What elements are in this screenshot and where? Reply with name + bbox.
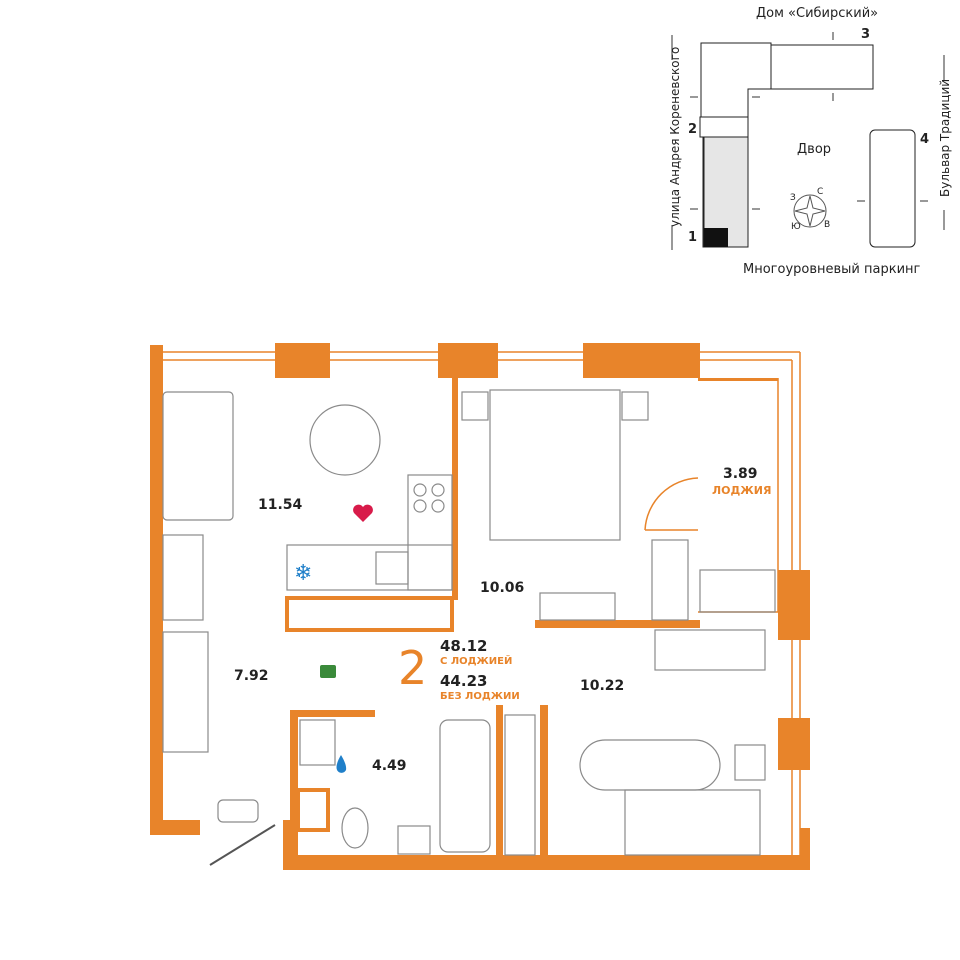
nightstand <box>621 391 649 421</box>
water-drop-icon <box>336 755 347 773</box>
building-3 <box>770 44 874 90</box>
wardrobe <box>162 534 204 621</box>
bed <box>489 389 621 541</box>
site-bottom-label: Многоуровневый паркинг <box>743 262 921 277</box>
building-4 <box>869 129 916 248</box>
window-lines <box>163 351 801 860</box>
compass-south: Ю <box>791 222 801 232</box>
room-count: 2 <box>398 641 428 695</box>
sink <box>375 551 409 585</box>
room2-area: 10.22 <box>580 678 625 694</box>
icons: ❄ <box>294 504 373 773</box>
bathtub <box>439 719 491 853</box>
tv-stand <box>539 592 616 621</box>
total-without-loggia: 44.23 <box>440 672 488 690</box>
building-number-2: 2 <box>688 122 698 137</box>
nightstand <box>461 391 489 421</box>
dining-table <box>309 404 381 476</box>
daybed <box>579 739 721 791</box>
snowflake-icon: ❄ <box>294 561 312 586</box>
heart-icon <box>353 504 373 522</box>
pouf <box>217 799 259 823</box>
site-top-label: Дом «Сибирский» <box>756 6 879 21</box>
thumbs-up-icon <box>320 665 336 678</box>
entrance-door <box>209 824 276 866</box>
compass-icon <box>793 194 827 228</box>
site-right-label: Бульвар Традиций <box>938 78 952 197</box>
compass-star-icon <box>794 195 826 227</box>
compass-east: В <box>824 220 831 230</box>
building-number-1: 1 <box>688 230 698 245</box>
radiator <box>504 714 536 856</box>
desk <box>699 569 776 613</box>
washer2 <box>734 744 766 781</box>
total-with-loggia: 48.12 <box>440 637 488 655</box>
desk2 <box>654 629 766 671</box>
bathroom-area: 4.49 <box>372 758 407 774</box>
arrows <box>671 32 945 250</box>
loggia-area: 3.89 <box>723 466 758 482</box>
walls <box>150 343 810 870</box>
site-left-label: улица Андрея Кореневского <box>668 46 682 227</box>
washbasin <box>397 825 431 855</box>
radiator <box>651 539 689 621</box>
bed2 <box>624 789 761 856</box>
loggia-label: ЛОДЖИЯ <box>712 484 772 497</box>
washing-machine <box>299 719 336 766</box>
without-loggia-label: БЕЗ ЛОДЖИИ <box>440 691 520 702</box>
site-center-label: Двор <box>797 142 832 157</box>
with-loggia-label: С ЛОДЖИЕЙ <box>440 656 513 667</box>
building-number-3: 3 <box>861 27 871 42</box>
hall-area: 7.92 <box>234 668 269 684</box>
compass-north: С <box>817 187 824 197</box>
kitchen-counter-bottom <box>286 544 453 591</box>
toilet <box>341 807 369 849</box>
building-1-marker <box>704 228 728 247</box>
sofa <box>162 391 234 521</box>
building-number-4: 4 <box>920 132 930 147</box>
site-map <box>671 32 945 250</box>
kitchen-area: 11.54 <box>258 497 303 513</box>
bedroom-area: 10.06 <box>480 580 525 596</box>
compass-west: З <box>790 193 796 203</box>
radiator <box>162 631 209 753</box>
furniture <box>162 389 776 856</box>
